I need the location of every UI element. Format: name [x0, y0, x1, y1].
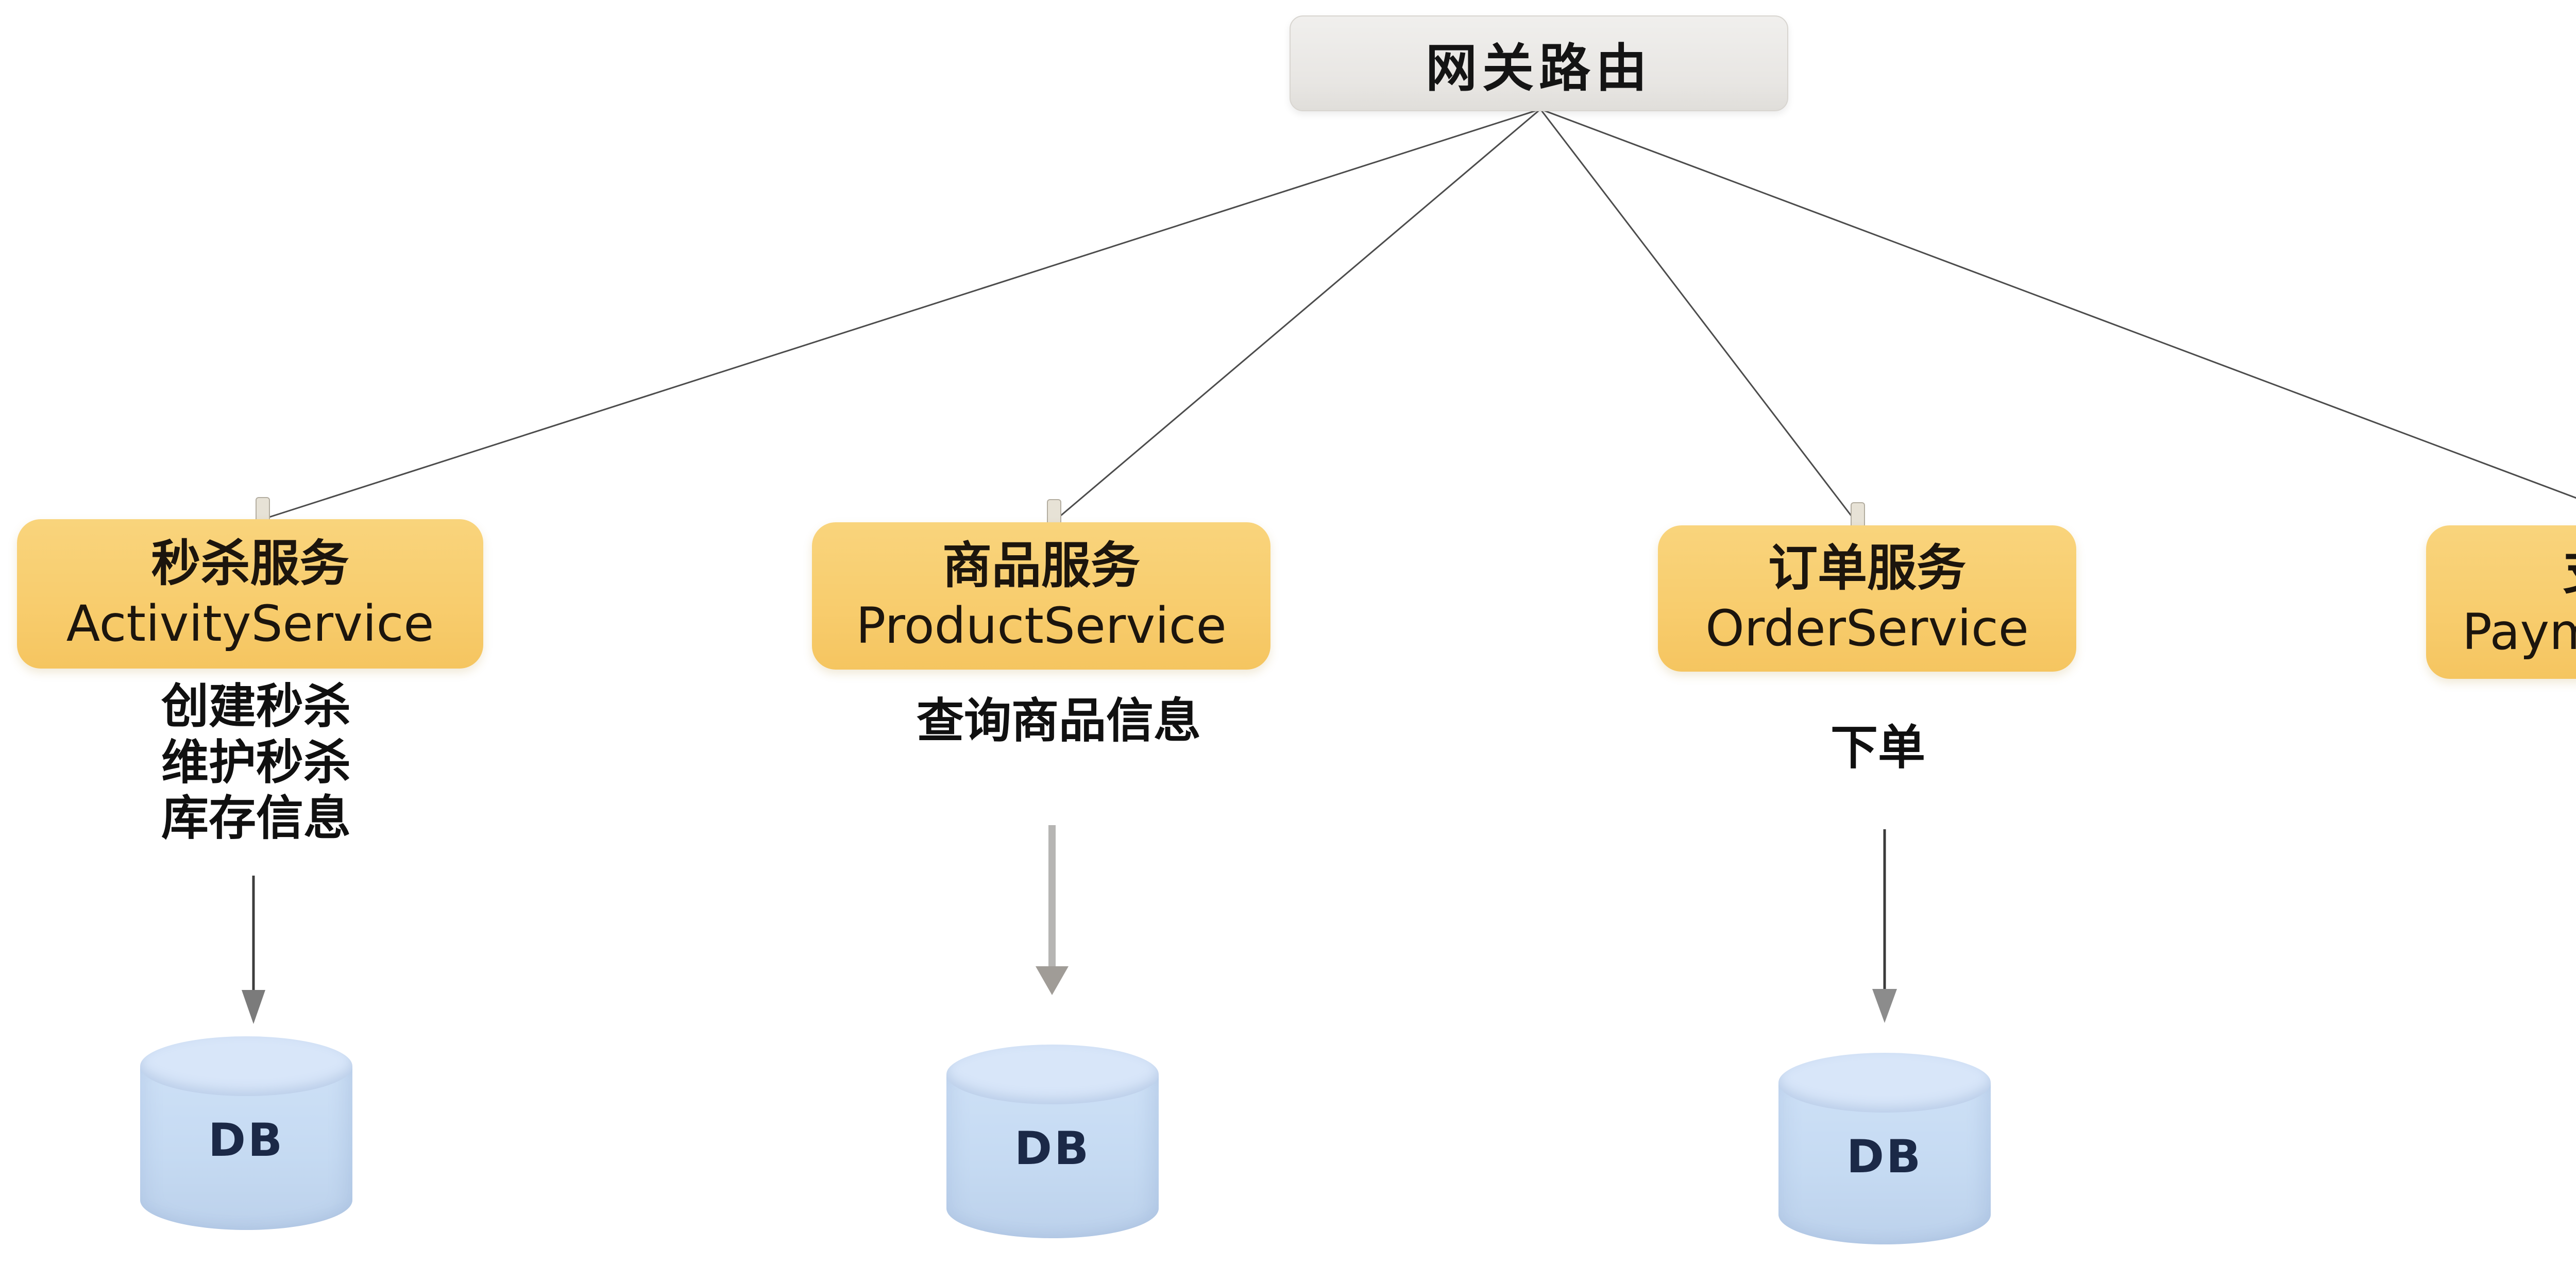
- service-name-cn: 订单服务: [1768, 539, 1966, 597]
- service-name-cn: 秒杀服务: [151, 534, 349, 592]
- service-node-activity: 秒杀服务 ActivityService: [17, 519, 483, 669]
- service-name-cn: 支付服务: [2563, 542, 2576, 602]
- db-label: DB: [1014, 1122, 1091, 1175]
- db-arrow-head-product: [1036, 966, 1069, 995]
- service-caption-product: 查询商品信息: [827, 693, 1291, 749]
- db-label: DB: [1846, 1130, 1923, 1183]
- caption-line: 下单: [1830, 720, 1925, 775]
- database-cylinder-activity: DB: [140, 1036, 352, 1230]
- caption-line: 创建秒杀: [161, 679, 351, 734]
- connector-line-gateway-product: [1054, 108, 1541, 522]
- gateway-node: 网关路由: [1290, 15, 1788, 111]
- service-node-product: 商品服务 ProductService: [812, 522, 1270, 670]
- db-cylinder-top: [946, 1045, 1159, 1104]
- service-name-en: OrderService: [1705, 600, 2029, 657]
- connector-line-gateway-activity: [262, 108, 1541, 520]
- service-name-en: ActivityService: [66, 595, 434, 653]
- service-name-cn: 商品服务: [942, 536, 1140, 594]
- service-caption-order: 下单: [1749, 720, 2007, 776]
- caption-line: 库存信息: [161, 791, 351, 846]
- service-caption-payment: 付款 退款: [2556, 710, 2576, 828]
- database-cylinder-order: DB: [1778, 1053, 1991, 1244]
- caption-line: 查询商品信息: [916, 693, 1201, 748]
- service-name-en: PaymentService: [2462, 603, 2576, 661]
- connector-line-gateway-payment: [1540, 108, 2576, 499]
- connector-line-gateway-order: [1539, 109, 1859, 525]
- db-cylinder-top: [1778, 1053, 1991, 1113]
- db-cylinder-top: [140, 1036, 352, 1096]
- service-node-order: 订单服务 OrderService: [1658, 525, 2076, 672]
- caption-line: 维护秒杀: [161, 734, 351, 790]
- gateway-label: 网关路由: [1426, 38, 1652, 98]
- database-cylinder-product: DB: [946, 1045, 1159, 1238]
- caption-line: 退款: [2556, 769, 2576, 828]
- db-arrow-head-activity: [242, 990, 265, 1024]
- db-label: DB: [208, 1114, 285, 1167]
- service-caption-activity: 创建秒杀 维护秒杀 库存信息: [50, 679, 462, 847]
- db-arrow-head-order: [1872, 989, 1897, 1023]
- caption-line: 付款: [2556, 710, 2576, 769]
- service-node-payment: 支付服务 PaymentService: [2426, 525, 2576, 679]
- service-name-en: ProductService: [856, 597, 1227, 655]
